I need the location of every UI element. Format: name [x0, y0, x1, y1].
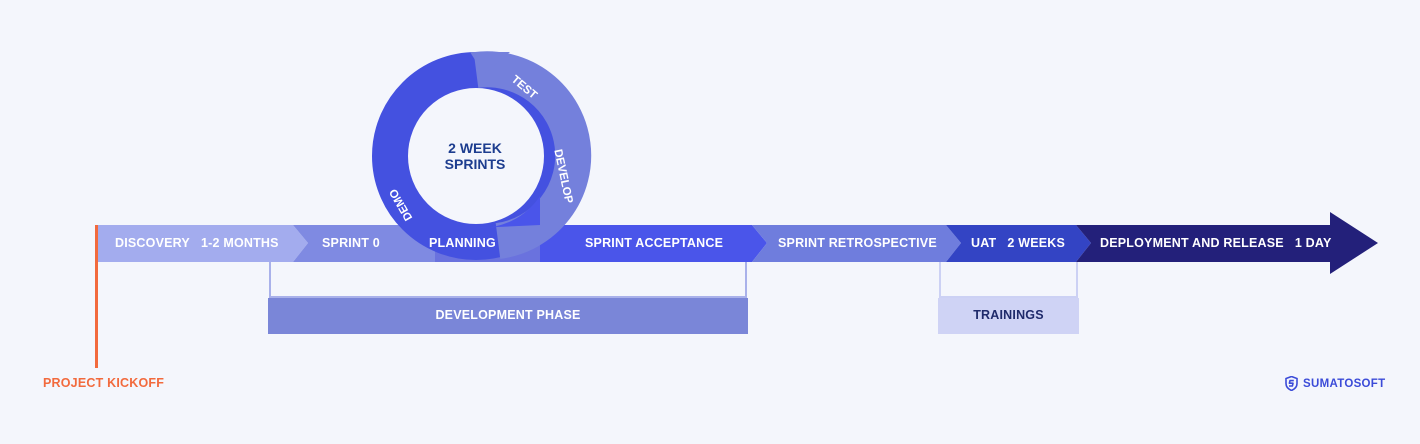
- development-bracket: [269, 262, 747, 298]
- segment-uat: [946, 225, 1091, 262]
- sprint-retrospective-label: SPRINT RETROSPECTIVE: [778, 236, 937, 250]
- uat-duration: 2 WEEKS: [1007, 236, 1066, 250]
- sprint-0-label: SPRINT 0: [322, 236, 380, 250]
- uat-label: UAT 2 WEEKS: [971, 233, 1065, 253]
- development-phase-label: DEVELOPMENT PHASE: [435, 308, 581, 322]
- segment-sprint-acceptance: [540, 225, 767, 262]
- uat-name: UAT: [971, 236, 997, 250]
- deployment-name: DEPLOYMENT AND RELEASE: [1100, 236, 1284, 250]
- discovery-duration: 1-2 MONTHS: [201, 236, 279, 250]
- development-phase-bar: [268, 298, 748, 334]
- sprint-cycle-arc: [473, 51, 592, 259]
- planning-label: PLANNING: [429, 236, 496, 250]
- cycle-arrow-icon: [470, 52, 510, 74]
- trainings-label: TRAININGS: [973, 308, 1044, 322]
- discovery-label: DISCOVERY 1-2 MONTHS: [115, 233, 279, 253]
- segment-sprint-0: [293, 225, 435, 262]
- segment-discovery: [96, 225, 308, 262]
- trainings-bar: [938, 298, 1079, 334]
- cycle-center-title: 2 WEEK SPRINTS: [444, 140, 506, 172]
- brand-name: SUMATOSOFT: [1303, 377, 1386, 390]
- kickoff-line: [95, 225, 98, 368]
- cycle-tail: [476, 196, 540, 229]
- deployment-duration: 1 DAY: [1294, 236, 1332, 250]
- project-kickoff-label: PROJECT KICKOFF: [43, 376, 165, 390]
- segment-deployment: [1076, 212, 1378, 274]
- trainings-bracket: [939, 262, 1078, 298]
- brand-logo: SUMATOSOFT: [1285, 376, 1385, 391]
- shield-logo-icon: [1285, 376, 1298, 391]
- sprint-acceptance-label: SPRINT ACCEPTANCE: [585, 236, 724, 250]
- discovery-name: DISCOVERY: [115, 236, 190, 250]
- deployment-label: DEPLOYMENT AND RELEASE 1 DAY: [1100, 233, 1332, 253]
- segment-sprint-retrospective: [752, 225, 961, 262]
